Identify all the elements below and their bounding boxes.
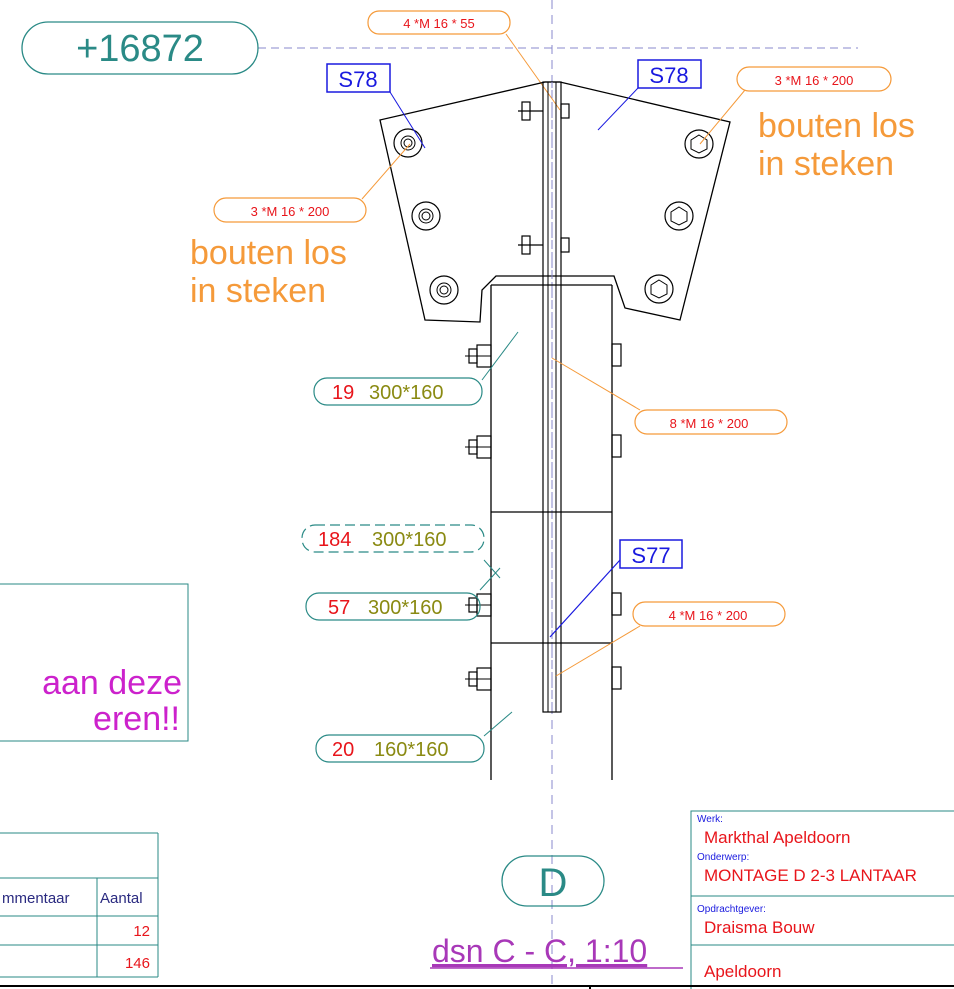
bolt-hole-icon (664, 201, 694, 231)
leader-column-bolt (551, 357, 641, 411)
leader-top-bolt (505, 33, 561, 111)
leader-member-19 (481, 331, 519, 381)
section-title: dsn C - C, 1:10 (432, 933, 647, 969)
bolt-icon (518, 235, 570, 255)
steel-tag-left: S78 (338, 67, 377, 92)
member-19-number: 19 (332, 382, 354, 404)
bolt-label-lower: 4 *M 16 * 200 (669, 608, 748, 623)
bolt-label-lower-capsule (632, 601, 786, 627)
werk-label: Werk: (697, 814, 723, 825)
leader-s77 (549, 559, 621, 638)
steel-tag-lower-box (619, 539, 683, 569)
section-letter: D (539, 861, 568, 905)
note-left-line2: in steken (190, 272, 326, 310)
member-20-number: 20 (332, 739, 354, 761)
steel-tag-right-box (637, 59, 702, 89)
table-header-aantal: Aantal (100, 890, 143, 907)
leader-right-bolt (699, 89, 746, 145)
bolt-label-column: 8 *M 16 * 200 (670, 416, 749, 431)
elevation-text: +16872 (76, 28, 204, 70)
bolt-hole-icon (411, 201, 441, 231)
note-right-line1: bouten los (758, 107, 915, 145)
bolt-hole-icon (393, 128, 423, 158)
leader-member-57 (479, 567, 501, 591)
bolt-hole-icon (429, 275, 459, 305)
member-184-number: 184 (318, 529, 351, 551)
parts-table (0, 832, 159, 978)
member-57-profile: 300*160 (368, 597, 443, 619)
plaats-value: Apeldoorn (704, 962, 782, 981)
remark-box (0, 583, 189, 742)
bolt-icon (518, 101, 570, 121)
member-184-capsule (301, 524, 485, 553)
bolt-label-left: 3 *M 16 * 200 (251, 204, 330, 219)
bolt-icon (465, 343, 622, 368)
steel-tag-lower: S77 (631, 543, 670, 568)
opdrachtgever-value: Draisma Bouw (704, 918, 815, 937)
note-left-line1: bouten los (190, 234, 347, 272)
leader-member-184 (483, 559, 501, 579)
opdrachtgever-label: Opdrachtgever: (697, 904, 766, 915)
leader-left-bolt (361, 143, 411, 200)
bolt-label-right: 3 *M 16 * 200 (775, 73, 854, 88)
elevation-capsule (21, 21, 259, 75)
member-20-profile: 160*160 (374, 739, 449, 761)
member-19-profile: 300*160 (369, 382, 444, 404)
table-header-comment: mmentaar (2, 890, 70, 907)
bolt-icon (465, 434, 622, 459)
note-right-line2: in steken (758, 145, 894, 183)
member-20-capsule (315, 734, 485, 763)
bolt-hole-icon (684, 129, 714, 159)
bolt-label-right-capsule (736, 66, 892, 92)
steel-tag-left-box (326, 63, 391, 93)
bolt-label-column-capsule (634, 409, 788, 435)
remark-line2: eren!! (93, 700, 180, 738)
leader-s78-left (389, 91, 426, 149)
leader-lower-bolt (555, 625, 641, 677)
leader-s78-right (597, 87, 639, 131)
bolt-label-top: 4 *M 16 * 55 (403, 16, 475, 31)
bolt-icon (465, 592, 622, 617)
steel-tag-right: S78 (649, 63, 688, 88)
section-capsule (501, 855, 605, 907)
title-block (690, 810, 954, 989)
remark-line1-visible: aan deze (42, 664, 182, 702)
bolt-icon (465, 666, 622, 691)
leader-member-20 (483, 711, 513, 737)
table-cell-aantal-2: 146 (125, 955, 150, 972)
table-cell-aantal-1: 12 (133, 923, 150, 940)
bolt-hole-icon (644, 274, 674, 304)
member-57-number: 57 (328, 597, 350, 619)
onderwerp-value: MONTAGE D 2-3 LANTAAR (704, 866, 917, 885)
member-184-profile: 300*160 (372, 529, 447, 551)
werk-value: Markthal Apeldoorn (704, 828, 850, 847)
onderwerp-label: Onderwerp: (697, 852, 749, 863)
member-57-capsule (305, 592, 481, 621)
bolt-label-top-capsule (367, 10, 511, 35)
member-19-capsule (313, 377, 483, 406)
bolt-label-left-capsule (213, 197, 367, 223)
